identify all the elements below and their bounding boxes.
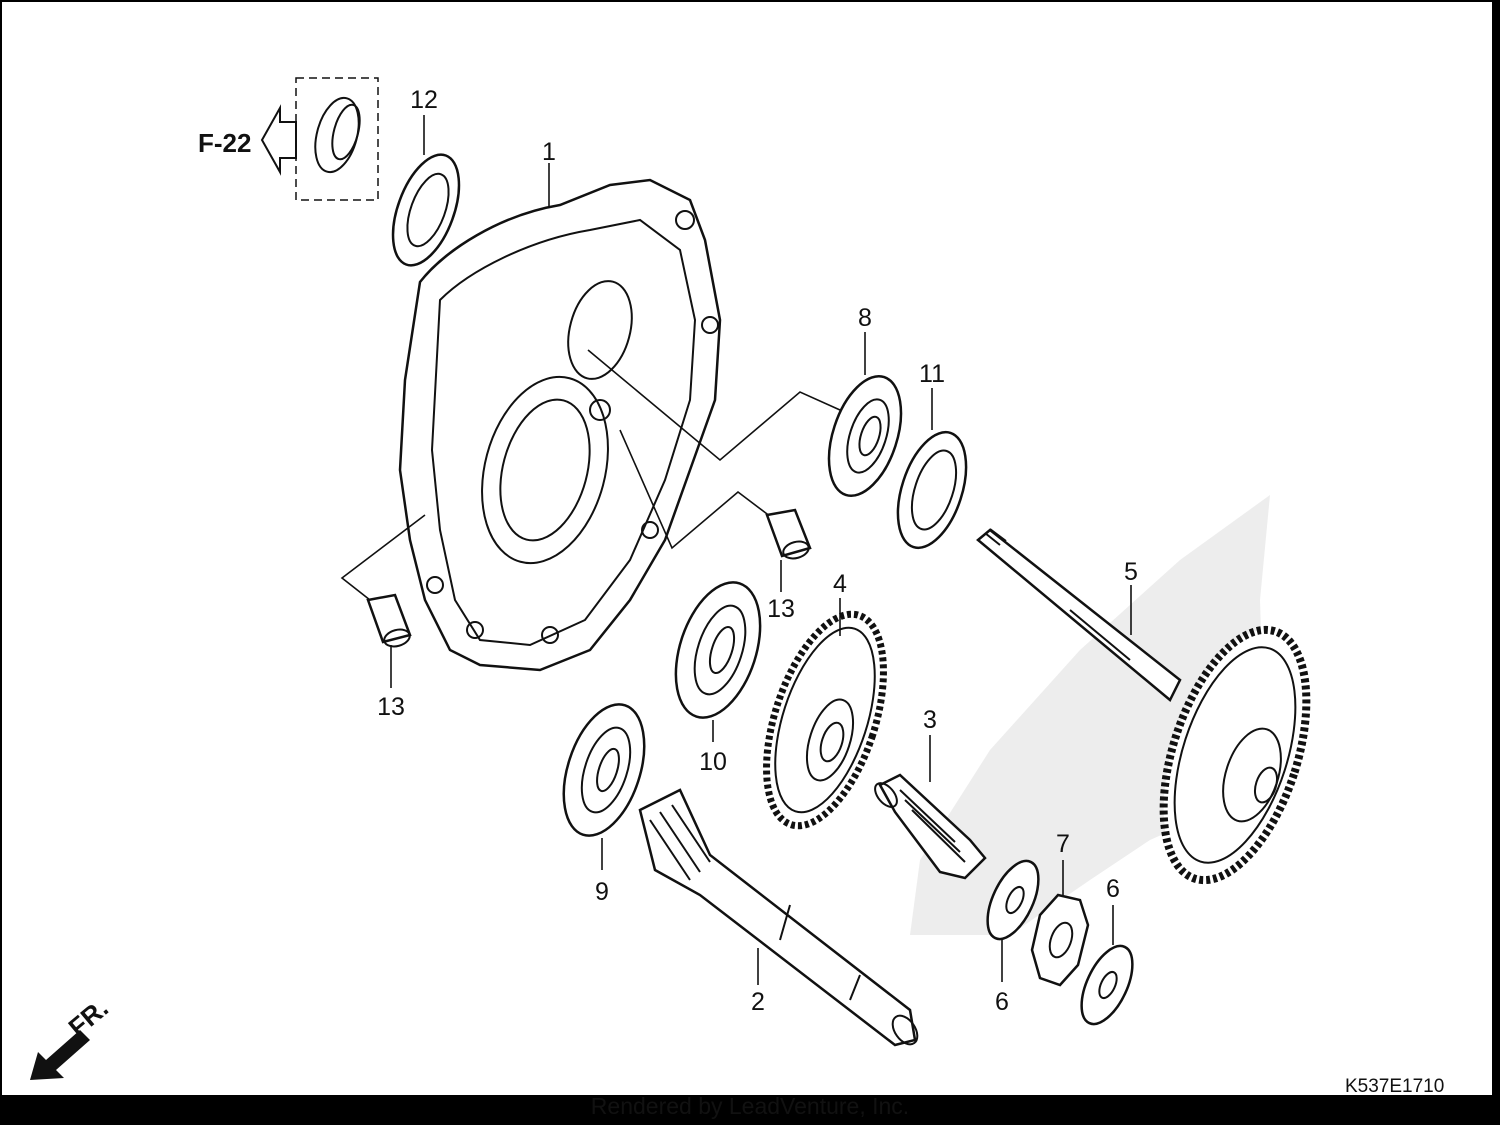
part-7-nut[interactable] [1030,893,1090,987]
callout-3[interactable]: 3 [923,706,937,734]
part-13-dowel-pin-b[interactable] [765,508,812,561]
part-13-dowel-pin-a[interactable] [366,593,412,649]
part-6-washer-b[interactable] [1071,938,1143,1031]
callout-7[interactable]: 7 [1056,830,1070,858]
part-8-bearing[interactable] [815,367,914,505]
diagram-code: K537E1710 [1345,1076,1444,1097]
reference-box [295,77,379,201]
callout-5[interactable]: 5 [1124,558,1138,586]
callout-6b[interactable]: 6 [1106,875,1120,903]
callout-10[interactable]: 10 [699,748,727,776]
leader-case-to-13a [340,514,426,601]
callout-4[interactable]: 4 [833,570,847,598]
callout-11[interactable]: 11 [919,360,945,388]
part-9-bearing[interactable] [549,694,660,846]
reference-label: F-22 [198,128,251,158]
credit-text: Rendered by LeadVenture, Inc. [591,1093,909,1119]
part-10-bearing[interactable] [660,572,776,729]
callout-13a[interactable]: 13 [377,693,405,721]
leader-case-to-8 [587,349,841,462]
callout-2[interactable]: 2 [751,988,765,1016]
leader-case-to-13b [619,429,776,550]
front-label: FR. [63,993,114,1043]
part-6-washer-a[interactable] [977,853,1049,946]
reference-arrow-icon [260,104,297,176]
callout-8[interactable]: 8 [858,304,872,332]
callout-9[interactable]: 9 [595,878,609,906]
front-indicator: FR. [30,993,114,1080]
part-11-oil-seal[interactable] [885,424,979,557]
callout-12[interactable]: 12 [410,86,438,114]
callout-13b[interactable]: 13 [767,595,795,623]
callout-1[interactable]: 1 [542,138,556,166]
callout-6a[interactable]: 6 [995,988,1009,1016]
part-5-countershaft[interactable] [976,528,1334,898]
part-2-main-shaft[interactable] [638,788,922,1049]
reference-f22[interactable]: F-22 [198,77,379,201]
part-4-gear[interactable] [743,600,906,840]
part-3-pinion[interactable] [871,773,987,880]
part-1-case[interactable] [398,178,722,672]
front-arrow-icon [30,1030,90,1080]
part-12-oil-seal[interactable] [380,146,472,274]
